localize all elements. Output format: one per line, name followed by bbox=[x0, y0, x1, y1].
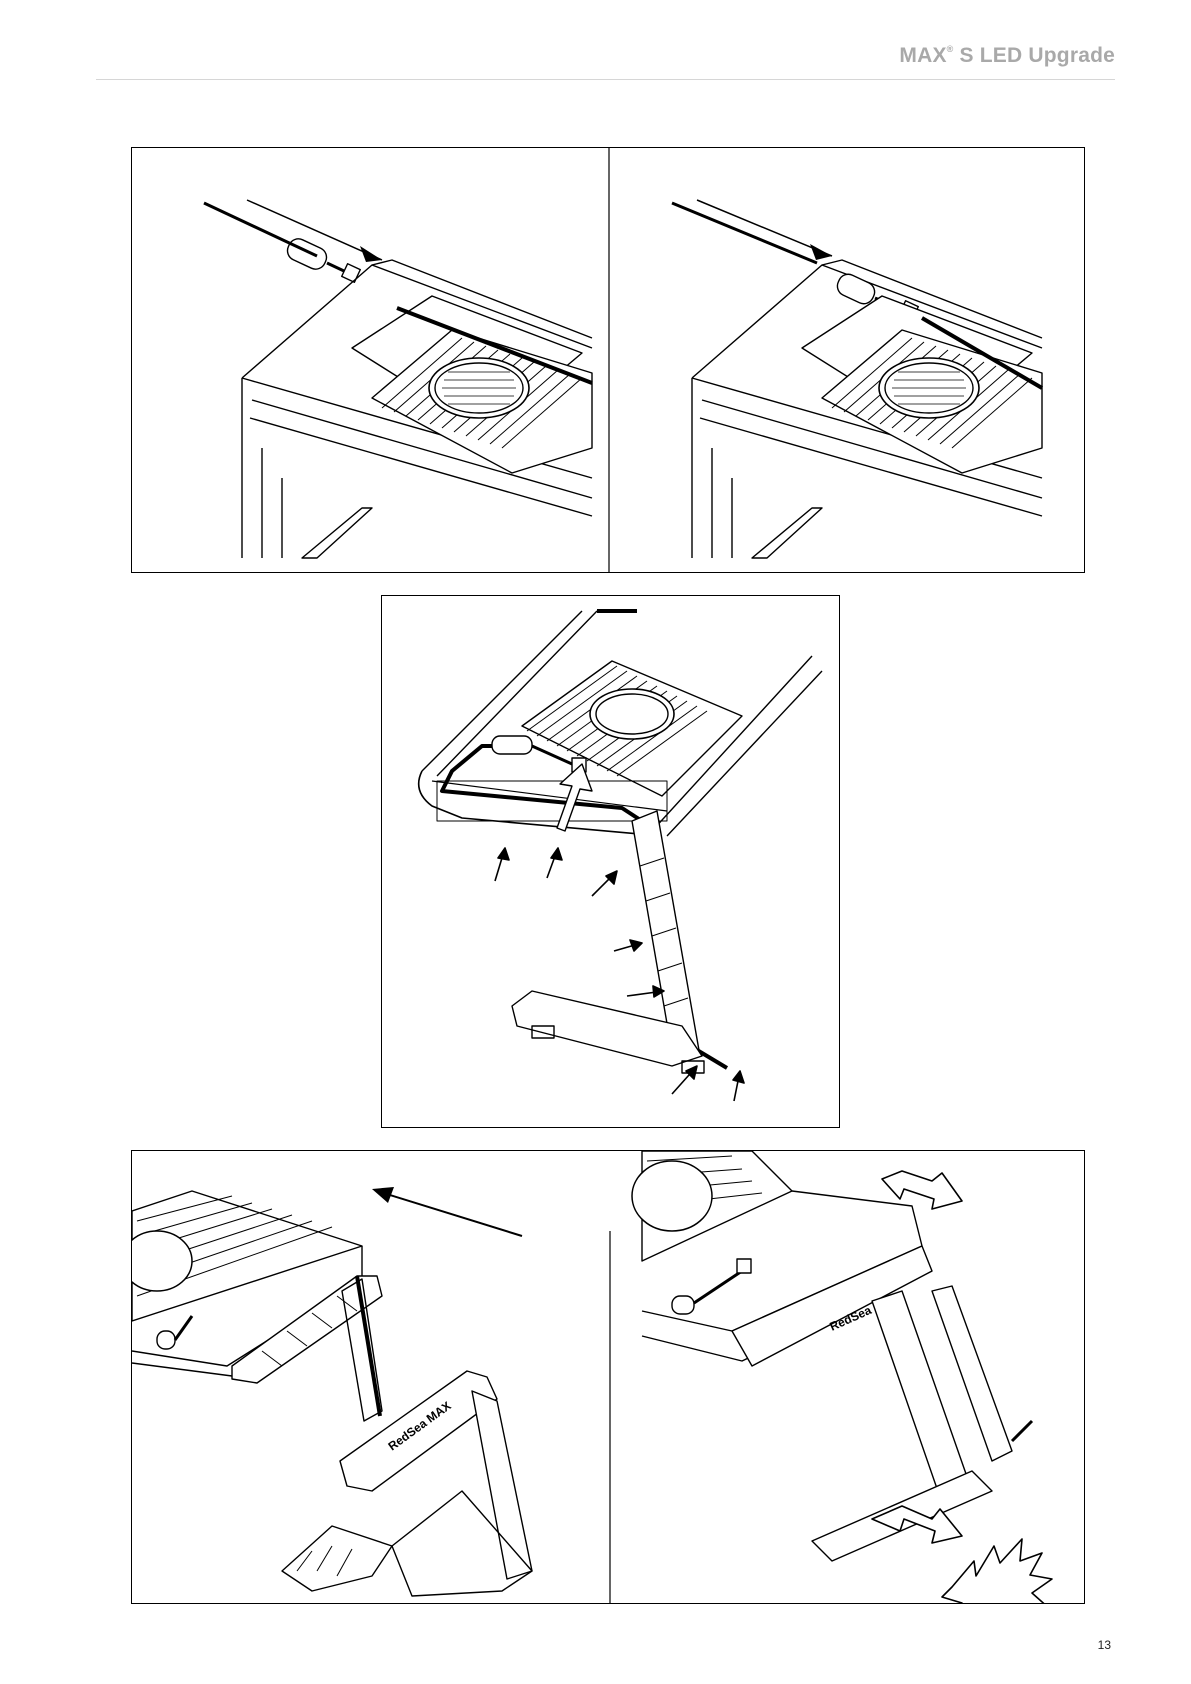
power-cable bbox=[204, 203, 317, 256]
click-burst-icon bbox=[942, 1539, 1052, 1604]
leg-upright bbox=[872, 1291, 972, 1503]
connector-plug bbox=[737, 1259, 751, 1273]
fixture-left bbox=[204, 200, 592, 558]
connector-plug bbox=[342, 264, 361, 283]
leg-slide-left: RedSea MAX bbox=[132, 1187, 532, 1596]
figure-step-1-2 bbox=[131, 147, 1085, 573]
insert-arrow bbox=[810, 244, 832, 260]
ferrite-bead bbox=[157, 1331, 175, 1349]
insert-arrow bbox=[360, 246, 382, 262]
header-divider bbox=[96, 79, 1115, 80]
ferrite-bead bbox=[672, 1296, 694, 1314]
page-header-title: MAX® S LED Upgrade bbox=[899, 44, 1115, 68]
leg-left bbox=[302, 508, 372, 558]
ferrite-bead bbox=[284, 236, 330, 273]
leg-installed-right: RedSea MAX bbox=[632, 1151, 1052, 1604]
figure-step-3 bbox=[381, 595, 840, 1128]
leg-upright bbox=[472, 1391, 532, 1579]
illustration-cable-insertion bbox=[132, 148, 1085, 573]
illustration-leg-attachment: RedSea MAX RedSea MAX bbox=[132, 1151, 1085, 1604]
foot bbox=[282, 1526, 392, 1591]
page-number: 13 bbox=[1098, 1638, 1111, 1652]
clip-arrows bbox=[495, 848, 744, 1101]
slide-arrow bbox=[372, 1187, 394, 1203]
fan-grille bbox=[590, 689, 674, 739]
fan-grille bbox=[132, 1231, 192, 1291]
power-cable-inserted bbox=[672, 203, 817, 263]
fixture-right bbox=[672, 200, 1042, 558]
fan-grille bbox=[632, 1161, 712, 1231]
illustration-cable-routing bbox=[382, 596, 840, 1128]
ferrite-bead bbox=[492, 736, 532, 754]
leg-left bbox=[752, 508, 822, 558]
cable-exit bbox=[1012, 1421, 1032, 1441]
figure-step-4-5: RedSea MAX RedSea MAX bbox=[131, 1150, 1085, 1604]
ferrite-bead bbox=[834, 271, 878, 307]
